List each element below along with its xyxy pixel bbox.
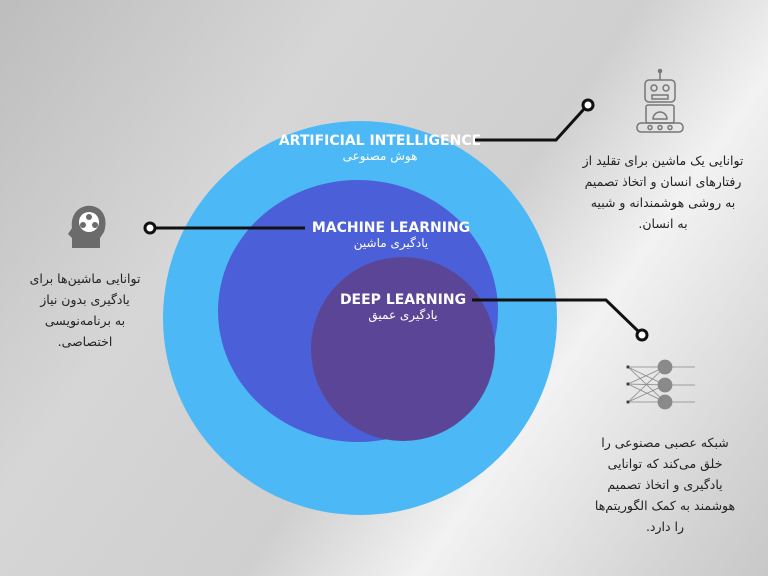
dl-description: شبکه عصبی مصنوعی را خلق می‌کند که توانای…: [565, 432, 765, 537]
ml-description: توانایی ماشین‌ها برای یادگیری بدون نیاز …: [0, 268, 180, 352]
desc-line: هوشمند به کمک الگوریتم‌ها: [594, 498, 736, 513]
desc-line: یادگیری و اتخاذ تصمیم: [607, 477, 723, 492]
dl-connector: [472, 298, 649, 342]
desc-line: به روشی هوشمندانه و شبیه: [590, 195, 736, 210]
ai-connector: [475, 98, 595, 142]
ml-label: MACHINE LEARNING یادگیری ماشین: [271, 220, 511, 250]
ml-title: MACHINE LEARNING: [311, 220, 471, 236]
ai-description: توانایی یک ماشین برای تقلید از رفتارهای …: [563, 150, 763, 234]
ai-label: ARTIFICIAL INTELLIGENCE هوش مصنوعی: [260, 133, 500, 163]
dl-label: DEEP LEARNING یادگیری عمیق: [283, 292, 523, 322]
desc-line: خلق می‌کند که توانایی: [607, 456, 723, 471]
desc-line: به انسان.: [638, 216, 688, 231]
neural-network-icon: [626, 359, 695, 410]
robot-icon: [636, 68, 684, 133]
dl-title: DEEP LEARNING: [339, 292, 467, 308]
desc-line: توانایی ماشین‌ها برای: [29, 271, 141, 286]
desc-line: توانایی یک ماشین برای تقلید از: [582, 153, 744, 168]
desc-line: را دارد.: [645, 519, 685, 534]
head-brain-icon: [68, 205, 106, 248]
desc-line: یادگیری بدون نیاز: [40, 292, 130, 307]
desc-line: رفتارهای انسان و اتخاذ تصمیم: [584, 174, 742, 189]
ai-title: ARTIFICIAL INTELLIGENCE: [278, 133, 482, 149]
desc-line: به برنامه‌نویسی: [44, 313, 126, 328]
ai-title-fa: هوش مصنوعی: [342, 149, 418, 163]
ml-connector: [143, 221, 305, 235]
dl-circle: [311, 257, 495, 441]
desc-line: اختصاصی.: [57, 334, 113, 349]
desc-line: شبکه عصبی مصنوعی را: [601, 435, 729, 450]
dl-title-fa: یادگیری عمیق: [368, 308, 438, 322]
ml-title-fa: یادگیری ماشین: [353, 236, 429, 250]
